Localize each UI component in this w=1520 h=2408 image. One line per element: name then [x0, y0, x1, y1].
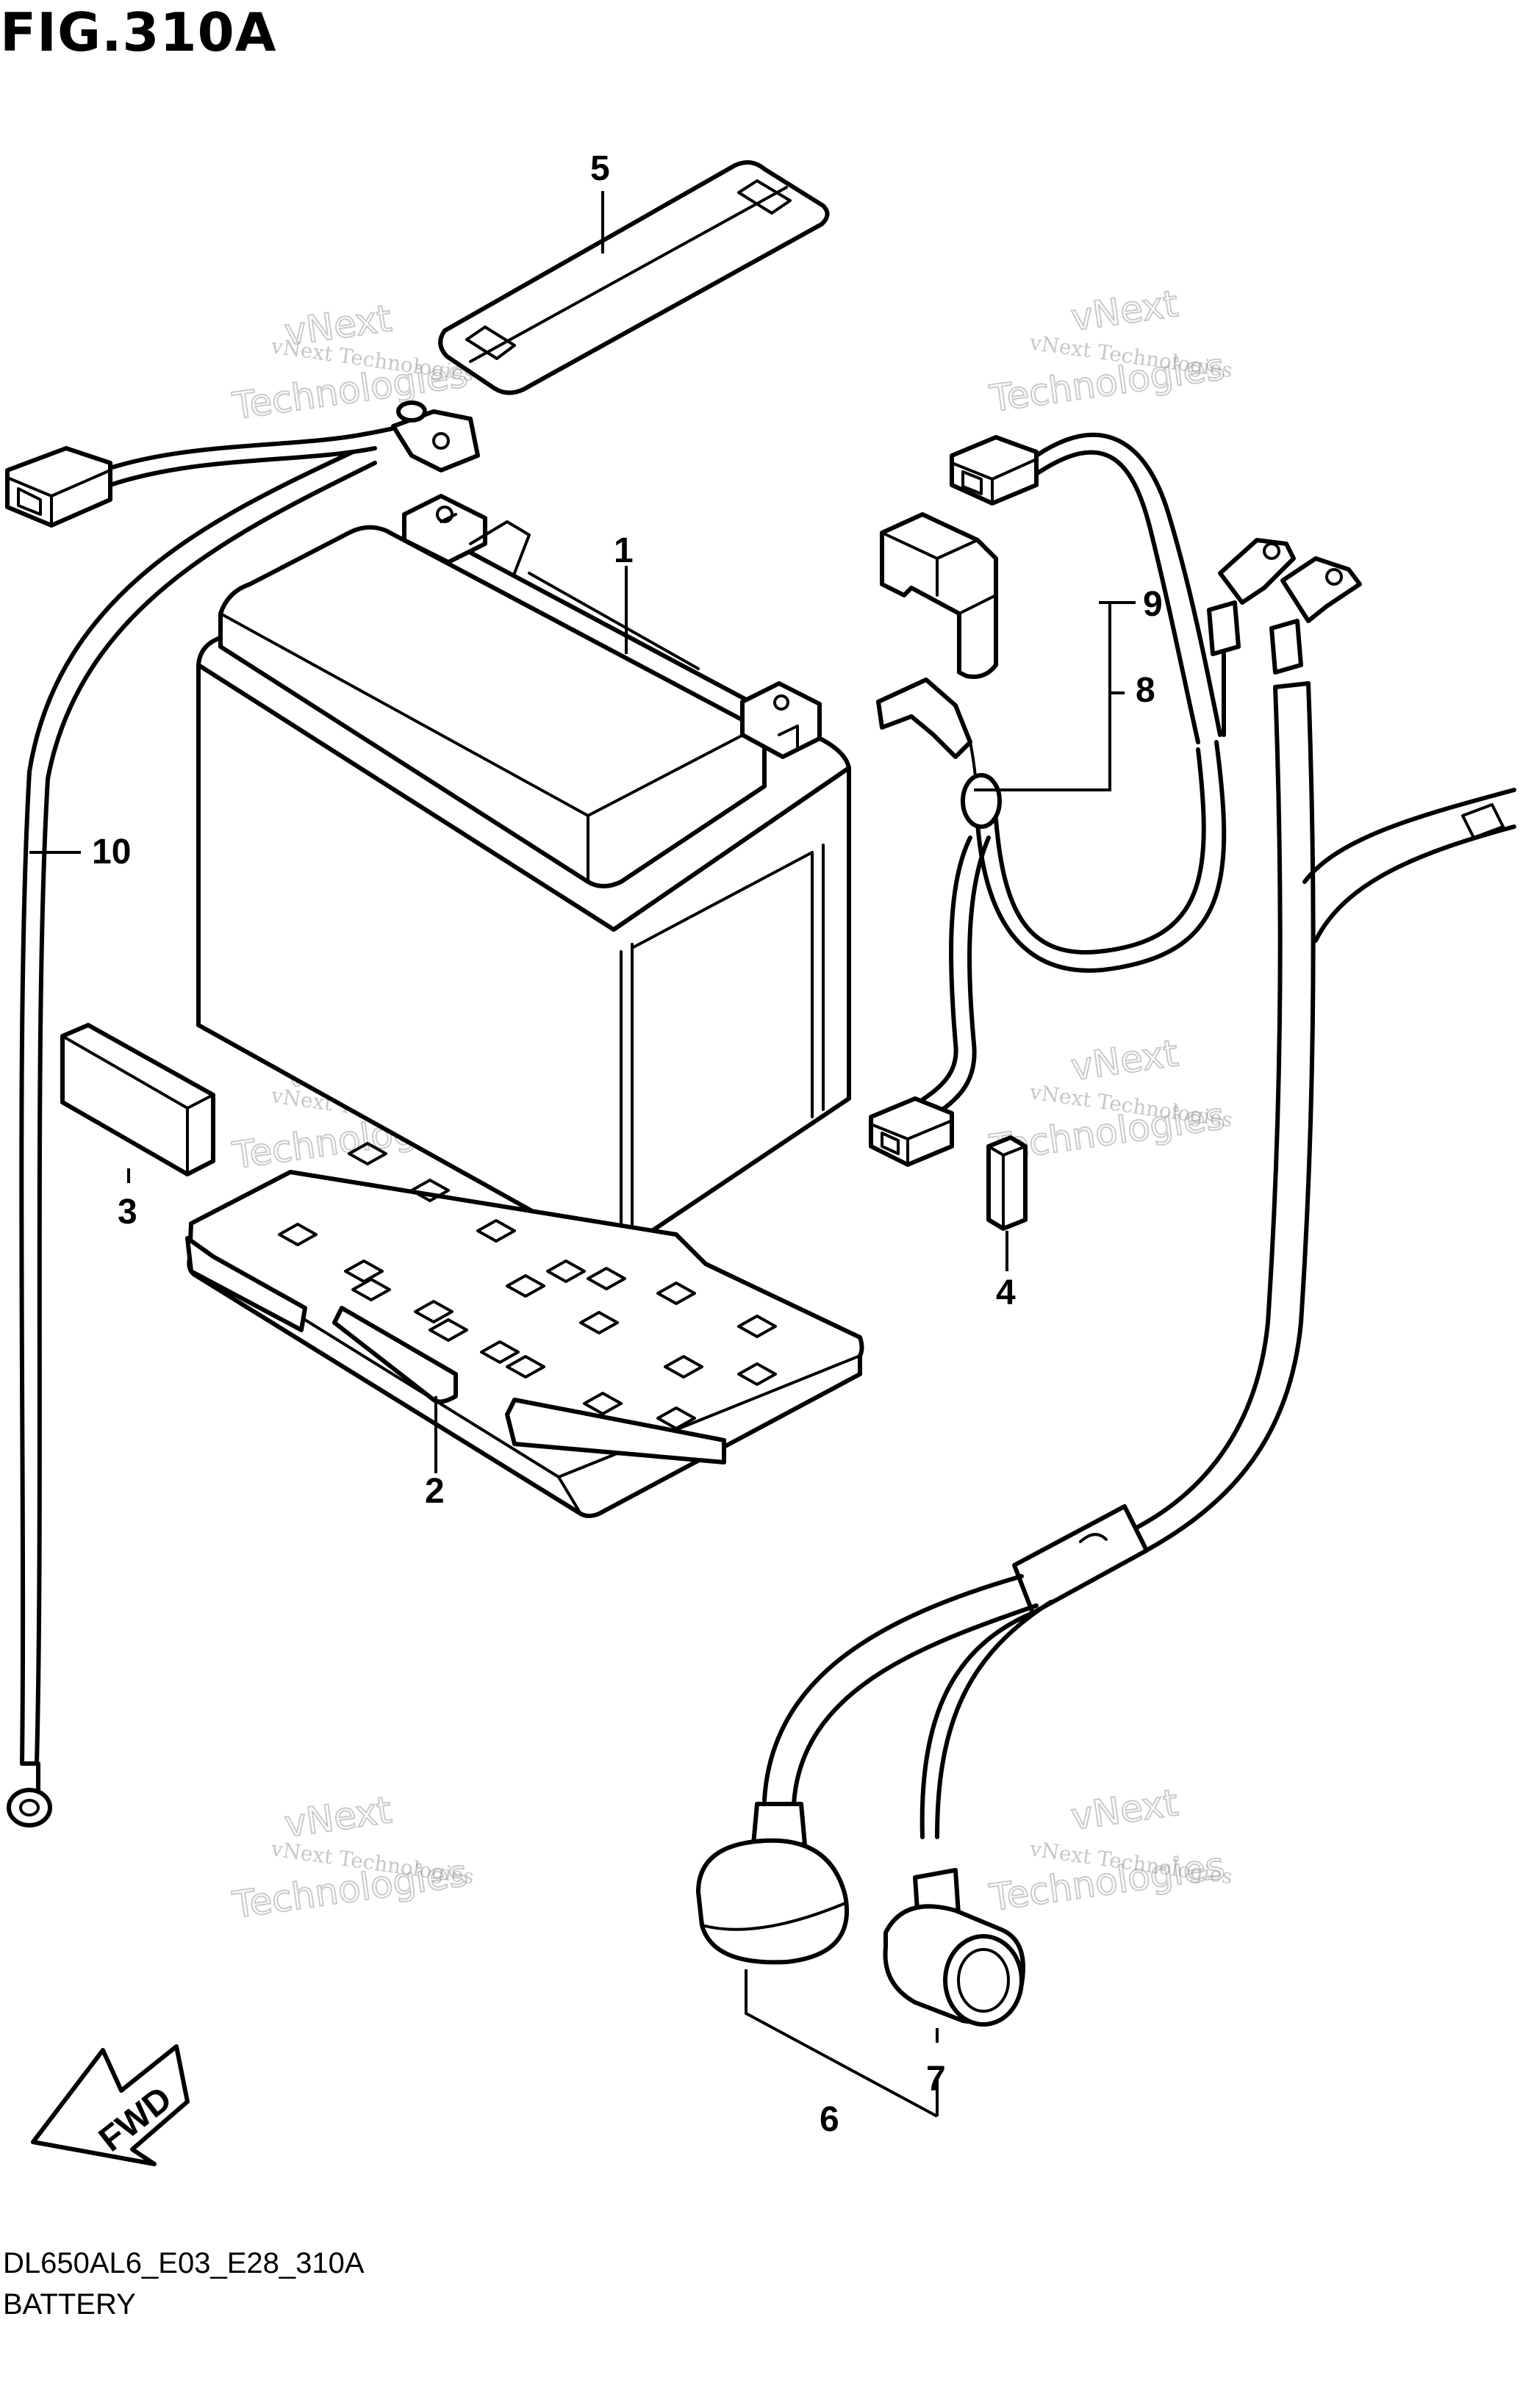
callout-7[interactable]: 7: [926, 2060, 946, 2099]
part-6-main-harness[interactable]: [696, 556, 1516, 1965]
callout-4[interactable]: 4: [996, 1273, 1016, 1312]
watermark-top-right: vNext Technologies vNext Technologies: [986, 281, 1234, 421]
fwd-direction-arrow: FWD: [31, 2044, 190, 2166]
watermark-top-left: vNext Technologies vNext Technologies: [229, 296, 476, 428]
callout-3[interactable]: 3: [118, 1193, 137, 1232]
figure-title: FIG.310A: [0, 1, 277, 63]
diagram-caption: BATTERY: [3, 2288, 136, 2321]
diagram-code: DL650AL6_E03_E28_310A: [3, 2247, 365, 2279]
part-10-battery-lead[interactable]: [5, 400, 480, 1827]
part-9-terminal-cover[interactable]: [880, 512, 998, 679]
part-7-terminal-cover[interactable]: [883, 1868, 1025, 2027]
leader-lines: [29, 191, 1136, 2118]
part-3-pad[interactable]: [60, 1023, 215, 1176]
callout-1[interactable]: 1: [614, 531, 634, 570]
callout-9[interactable]: 9: [1143, 585, 1163, 624]
watermark-big-text: vNext: [1069, 1032, 1181, 1089]
callout-8[interactable]: 8: [1136, 671, 1155, 710]
watermark-big-text: vNext: [282, 1789, 395, 1846]
callout-10[interactable]: 10: [92, 833, 131, 871]
callout-numbers: 5 1 2 3 4 10 9 8 6 7: [92, 149, 1163, 2139]
callout-6[interactable]: 6: [820, 2100, 839, 2139]
part-4-pad[interactable]: [986, 1135, 1028, 1231]
part-5-battery-band[interactable]: [438, 160, 830, 395]
watermark-bottom-left: vNext Technologies vNext Technologies: [229, 1788, 476, 1927]
part-1-battery[interactable]: [196, 494, 851, 1259]
callout-2[interactable]: 2: [425, 1472, 445, 1511]
part-8-harness[interactable]: [869, 432, 1296, 1167]
watermark-big-text: vNext: [1069, 282, 1181, 339]
tray-holes: [278, 1142, 777, 1430]
watermark-bottom-right: vNext Technologies vNext Technologies: [986, 1780, 1234, 1920]
watermark-big-text: vNext: [1069, 1781, 1181, 1839]
callout-5[interactable]: 5: [590, 149, 610, 188]
part-2-battery-tray[interactable]: [185, 1142, 864, 1518]
